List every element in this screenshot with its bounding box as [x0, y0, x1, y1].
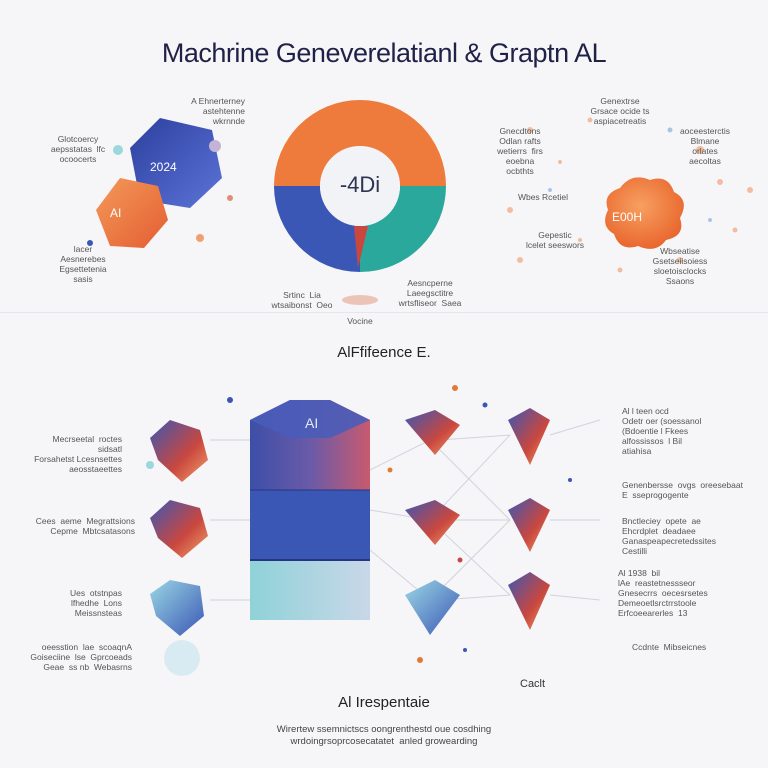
top-left-label: Glotcoercy aepsstatas lfc ocoocerts — [50, 134, 106, 164]
donut-accent — [354, 226, 368, 268]
scatter-dots — [507, 117, 753, 273]
top-right-illustration — [507, 117, 753, 273]
top-right-label: Wbes Rcetiel — [517, 192, 569, 202]
accent-dots — [146, 385, 572, 663]
footer-note: Wirertew ssemnictscs oongrenthestd oue c… — [276, 724, 492, 747]
right-gem-shapes — [508, 408, 550, 630]
dot-icon — [227, 195, 233, 201]
dot-icon — [209, 140, 221, 152]
page-title: Machrine Geneverelatianl & Graptn AL — [161, 38, 607, 68]
top-right-label: Wbseatise Gsetseiisoiess sloetoisclocks … — [652, 246, 708, 286]
blob-text: E00H — [612, 210, 643, 224]
donut-label-bottom: Vocine — [347, 316, 373, 326]
right-label: Al 1938 bil lAe reastetnessseor Gnesecrr… — [618, 568, 708, 618]
section-title: AlFfifeence E. — [337, 344, 431, 361]
dot-icon — [113, 145, 123, 155]
left-label: Ues otstnpas lfhedhe Lons Meissnsteas — [70, 588, 122, 618]
orange-shape-text: AI — [110, 206, 122, 220]
cube-label: AI — [305, 415, 318, 431]
right-label: Bnctleciey opete ae Ehcrdplet deadaee Ga… — [622, 516, 717, 556]
orange-hexagon-shape — [96, 178, 168, 248]
right-label: Ccdnte Mibseicnes — [632, 642, 707, 652]
top-right-label: Gnecdtons Odlan rafts wetierrs firs eoeb… — [497, 126, 543, 176]
middle-gem-shapes — [405, 410, 460, 635]
donut-hole — [320, 146, 400, 226]
top-left-label: lacer Aesnerebes Egsettetenia sasis — [59, 244, 107, 284]
left-label: oeesstion lae scoaqnA Goiseciine lse Gpr… — [30, 642, 132, 672]
stacked-cube — [250, 400, 370, 620]
orange-blob-shape — [605, 177, 684, 249]
left-label: Cees aeme Megrattsions Cepme Mbtcsatason… — [35, 516, 135, 536]
donut-slice — [274, 100, 446, 186]
top-left-illustration — [87, 118, 233, 248]
dot-icon — [196, 234, 204, 242]
right-label: Al l teen ocd Odetr oer (soessanol (Bdoe… — [622, 406, 702, 456]
donut-slice — [360, 186, 446, 272]
top-left-label: A Ehnerterney astehtenne wkrnnde — [191, 96, 245, 126]
cloud-icon — [342, 295, 378, 305]
donut-slice — [274, 186, 360, 272]
donut-label-right: Aesncperne Laeegsctitre wrtsfliseor Saea — [398, 278, 462, 308]
left-label: Mecrseetal roctes sidsatl Forsahetst Lce… — [34, 434, 122, 474]
small-note: Caclt — [520, 678, 546, 690]
footer-title: Al Irespentaie — [338, 694, 430, 711]
ai-architecture-diagram: AI — [146, 385, 600, 676]
donut-chart — [274, 100, 446, 272]
right-label: Genenbersse ovgs oreesebaat E sseprogoge… — [622, 480, 743, 500]
top-right-label: Genextrse Grsace ocide ts aspiacetreatis — [590, 96, 650, 126]
blue-shape-text: 2024 — [150, 160, 177, 174]
donut-label-left: Srtinc Lia wtsaibonst Oeo — [271, 290, 333, 310]
left-gem-shapes — [150, 420, 208, 676]
donut-center-text: -4Di — [339, 172, 381, 197]
top-right-label: aoceesterctis Blmane orlates aecoltas — [679, 126, 731, 166]
section-divider — [0, 312, 768, 313]
dot-icon — [87, 240, 93, 246]
top-right-label: Gepestic lcelet seeswors — [525, 230, 585, 250]
